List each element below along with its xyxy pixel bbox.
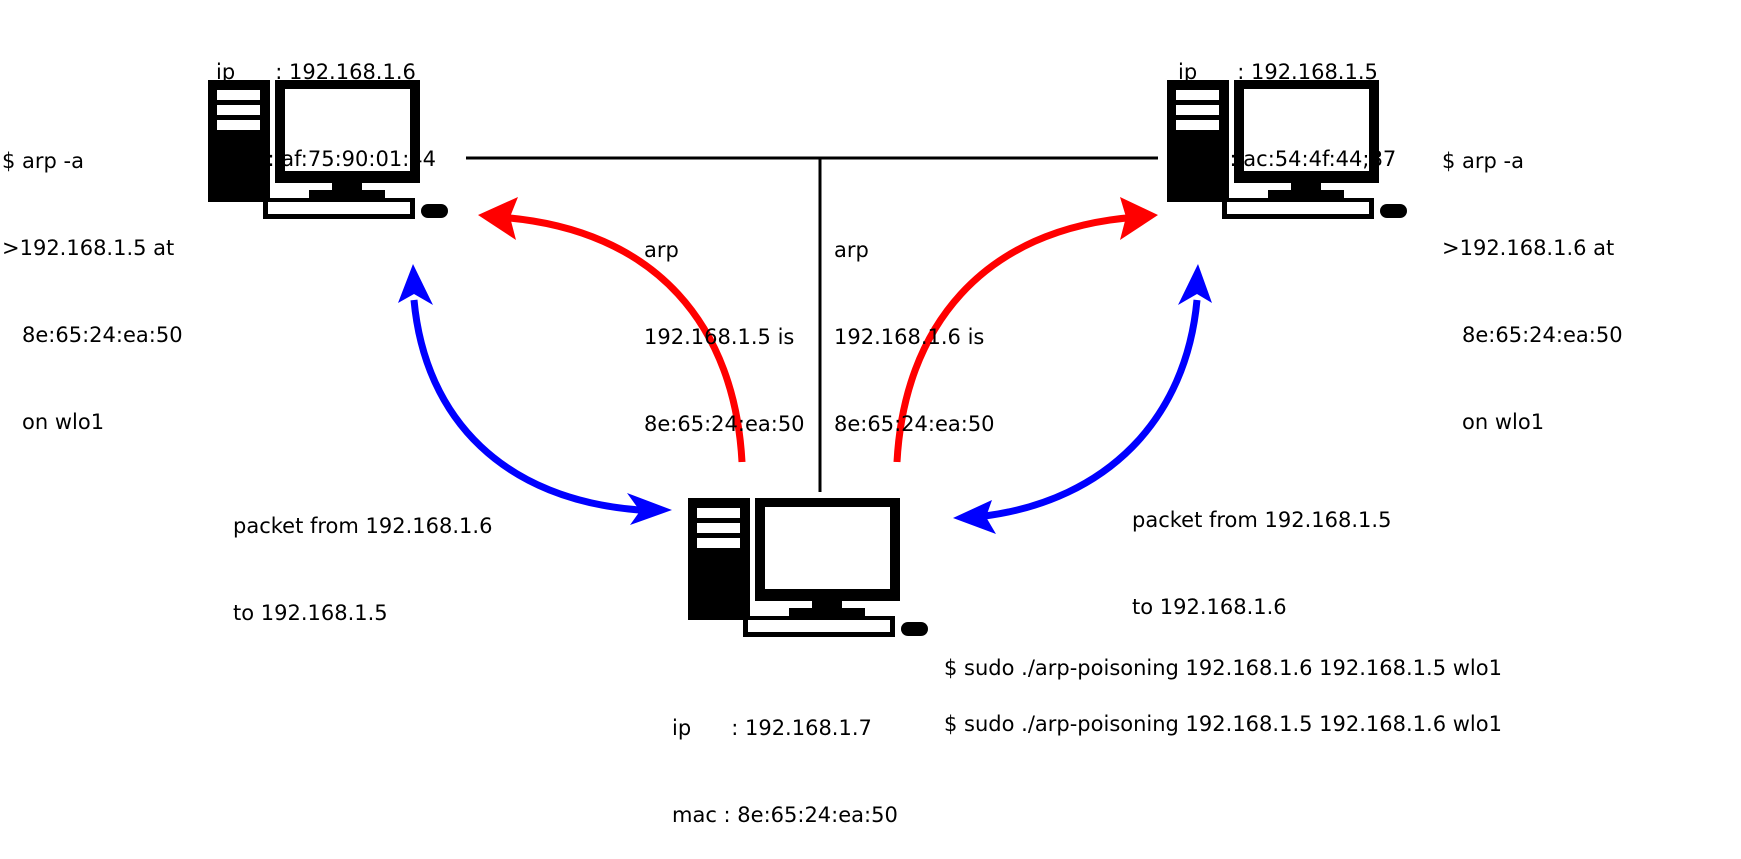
left-arp-line: $ arp -a [2, 149, 84, 173]
left-host-mac: mac : af:75:90:01:44 [216, 147, 436, 171]
packet-flow-line: packet from 192.168.1.6 [233, 514, 493, 538]
left-host-ip: ip : 192.168.1.6 [216, 60, 416, 84]
attacker-host-ip: ip : 192.168.1.7 [672, 716, 872, 740]
attacker-command-1: $ sudo ./arp-poisoning 192.168.1.6 192.1… [944, 656, 1502, 680]
left-arp-table: $ arp -a >192.168.1.5 at 8e:65:24:ea:50 … [2, 89, 183, 466]
right-arp-line: 8e:65:24:ea:50 [1442, 323, 1623, 347]
arp-reply-line: 192.168.1.5 is [644, 325, 795, 349]
right-host-mac: mac : ac:54:4f:44;87 [1178, 147, 1397, 171]
left-host-info: ip : 192.168.1.6 mac : af:75:90:01:44 [216, 0, 436, 203]
packet-flow-line: packet from 192.168.1.5 [1132, 508, 1392, 532]
arp-reply-line: arp [644, 238, 679, 262]
arp-reply-line: 192.168.1.6 is [834, 325, 985, 349]
packet-arrow-right [953, 264, 1212, 534]
packet-arrow-left [398, 264, 672, 525]
right-arp-table: $ arp -a >192.168.1.6 at 8e:65:24:ea:50 … [1442, 89, 1623, 466]
packet-flow-label-right: packet from 192.168.1.5 to 192.168.1.6 [1132, 448, 1391, 651]
arp-reply-line: arp [834, 238, 869, 262]
network-links [466, 156, 1158, 492]
left-arp-line: on wlo1 [2, 410, 105, 434]
right-arp-line: on wlo1 [1442, 410, 1545, 434]
attacker-host-info: ip : 192.168.1.7 mac : 8e:65:24:ea:50 [672, 656, 898, 859]
attacker-host-mac: mac : 8e:65:24:ea:50 [672, 803, 898, 827]
attacker-computer-icon [688, 498, 928, 637]
arp-reply-label-right: arp 192.168.1.6 is 8e:65:24:ea:50 [834, 178, 995, 468]
left-arp-line: >192.168.1.5 at [2, 236, 175, 260]
packet-flow-line: to 192.168.1.5 [233, 601, 388, 625]
arp-arrow-left [478, 197, 746, 463]
left-arp-line: 8e:65:24:ea:50 [2, 323, 183, 347]
arp-arrow-right [893, 197, 1158, 463]
arp-reply-label-left: arp 192.168.1.5 is 8e:65:24:ea:50 [644, 178, 805, 468]
arp-reply-line: 8e:65:24:ea:50 [644, 412, 805, 436]
right-arp-line: >192.168.1.6 at [1442, 236, 1615, 260]
attacker-command-2: $ sudo ./arp-poisoning 192.168.1.5 192.1… [944, 712, 1502, 736]
arp-reply-line: 8e:65:24:ea:50 [834, 412, 995, 436]
right-host-info: ip : 192.168.1.5 mac : ac:54:4f:44;87 [1178, 0, 1396, 203]
network-diagram [208, 80, 1407, 637]
packet-flow-line: to 192.168.1.6 [1132, 595, 1287, 619]
packet-flow-label-left: packet from 192.168.1.6 to 192.168.1.5 [233, 454, 492, 657]
right-host-ip: ip : 192.168.1.5 [1178, 60, 1378, 84]
right-arp-line: $ arp -a [1442, 149, 1524, 173]
